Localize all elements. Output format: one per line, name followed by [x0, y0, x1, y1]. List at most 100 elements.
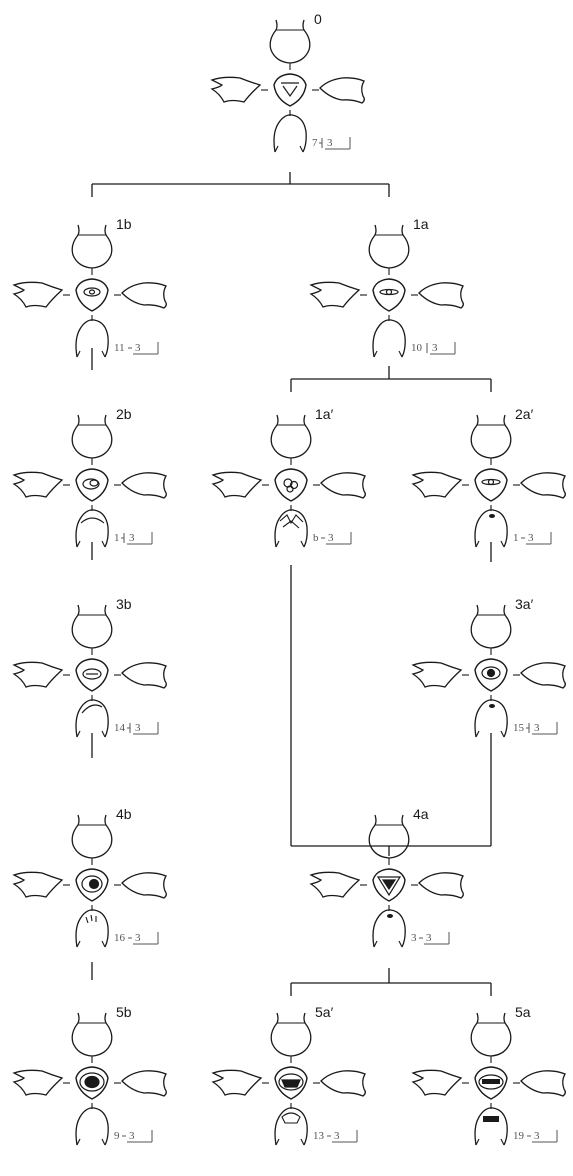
bottom-view-mark	[489, 704, 495, 708]
scale-value: 3	[135, 722, 141, 734]
specimen-number: 15	[513, 722, 525, 734]
aperture-center	[282, 1080, 300, 1087]
bottom-view-foot	[77, 731, 80, 737]
right-side-view	[122, 873, 166, 898]
bottom-view-foot	[102, 1139, 105, 1145]
stage-label: 5a′	[315, 1004, 334, 1020]
stage-label: 1b	[116, 216, 132, 232]
specimen-number: 7	[312, 137, 318, 149]
specimen-number: 13	[313, 1130, 325, 1142]
aperture-center	[90, 880, 99, 889]
stage-label: 3a′	[515, 596, 534, 612]
stage-label: 5a	[515, 1004, 531, 1020]
top-view-outline	[271, 1013, 311, 1056]
scale-bar: 19 3	[513, 1130, 557, 1142]
aperture-center	[90, 290, 95, 294]
bottom-view-mark	[81, 518, 104, 523]
bottom-view-foot	[476, 541, 479, 547]
bottom-view-foot	[77, 541, 80, 547]
scale-bar: 10 3	[411, 342, 455, 354]
stage-label: 4a	[413, 806, 429, 822]
aperture-center	[489, 480, 494, 485]
scale-bar: 33	[411, 932, 449, 944]
stage-node: 5a 19 3	[413, 1004, 565, 1145]
bottom-view-foot	[102, 731, 105, 737]
specimen-number: b	[313, 532, 319, 544]
stage-label: 1a′	[315, 406, 334, 422]
scale-value: 3	[534, 722, 540, 734]
left-side-view	[311, 282, 359, 307]
aperture-center	[90, 480, 98, 486]
right-side-view	[122, 663, 166, 688]
top-view-outline	[72, 815, 112, 858]
specimen-number: 3	[411, 932, 417, 944]
right-side-view	[321, 473, 365, 498]
bottom-view-outline	[76, 1108, 108, 1145]
aperture-oval	[380, 290, 398, 295]
left-side-view	[14, 472, 62, 497]
scale-bar: 15 3	[513, 722, 557, 734]
specimen-number: 1	[513, 532, 519, 544]
scale-value: 3	[135, 932, 141, 944]
aperture-oval	[84, 288, 100, 296]
scale-value: 3	[129, 1130, 135, 1142]
top-view-outline	[72, 225, 112, 268]
top-view-outline	[270, 20, 310, 63]
aperture-oval	[482, 480, 500, 485]
bottom-view-mark	[282, 1113, 300, 1123]
bottom-view-foot	[374, 351, 377, 357]
scale-bar: 16 3	[114, 932, 158, 944]
top-view-outline	[471, 415, 511, 458]
right-side-view	[521, 1071, 565, 1096]
right-side-view	[122, 1071, 166, 1096]
aperture-center	[488, 670, 495, 677]
left-side-view	[14, 662, 62, 687]
bottom-view-foot	[276, 541, 279, 547]
left-side-view	[212, 77, 260, 102]
specimen-number: 16	[114, 932, 126, 944]
bottom-view-foot	[102, 541, 105, 547]
scale-value: 3	[328, 532, 334, 544]
stage-label: 2b	[116, 406, 132, 422]
left-side-view	[14, 1070, 62, 1095]
specimen-number: 19	[513, 1130, 525, 1142]
right-side-view	[122, 473, 166, 498]
specimen-number: 10	[411, 342, 423, 354]
scale-bar: 113	[114, 342, 158, 354]
scale-bar: 93	[114, 1130, 152, 1142]
specimen-number: 1	[114, 532, 120, 544]
right-side-view	[122, 283, 166, 308]
specimen-number: 9	[114, 1130, 120, 1142]
bottom-view-foot	[77, 351, 80, 357]
bottom-view-foot	[501, 541, 504, 547]
top-view-outline	[271, 415, 311, 458]
bottom-view-outline	[76, 910, 108, 947]
bottom-view-foot	[275, 146, 278, 152]
scale-value: 3	[432, 342, 438, 354]
aperture-center	[387, 290, 392, 295]
scale-value: 3	[528, 532, 534, 544]
bottom-view-outline	[274, 115, 306, 152]
left-side-view	[413, 1070, 461, 1095]
stage-label: 1a	[413, 216, 429, 232]
stage-label: 4b	[116, 806, 132, 822]
bottom-view-mark	[82, 705, 102, 713]
bottom-view-mark	[489, 514, 495, 518]
bottom-view-foot	[501, 1139, 504, 1145]
left-side-view	[413, 472, 461, 497]
bottom-view-foot	[476, 731, 479, 737]
bottom-view-foot	[102, 941, 105, 947]
right-side-view	[419, 873, 463, 898]
scale-value: 3	[534, 1130, 540, 1142]
stage-label: 5b	[116, 1004, 132, 1020]
stage-label: 3b	[116, 596, 132, 612]
right-side-view	[521, 663, 565, 688]
